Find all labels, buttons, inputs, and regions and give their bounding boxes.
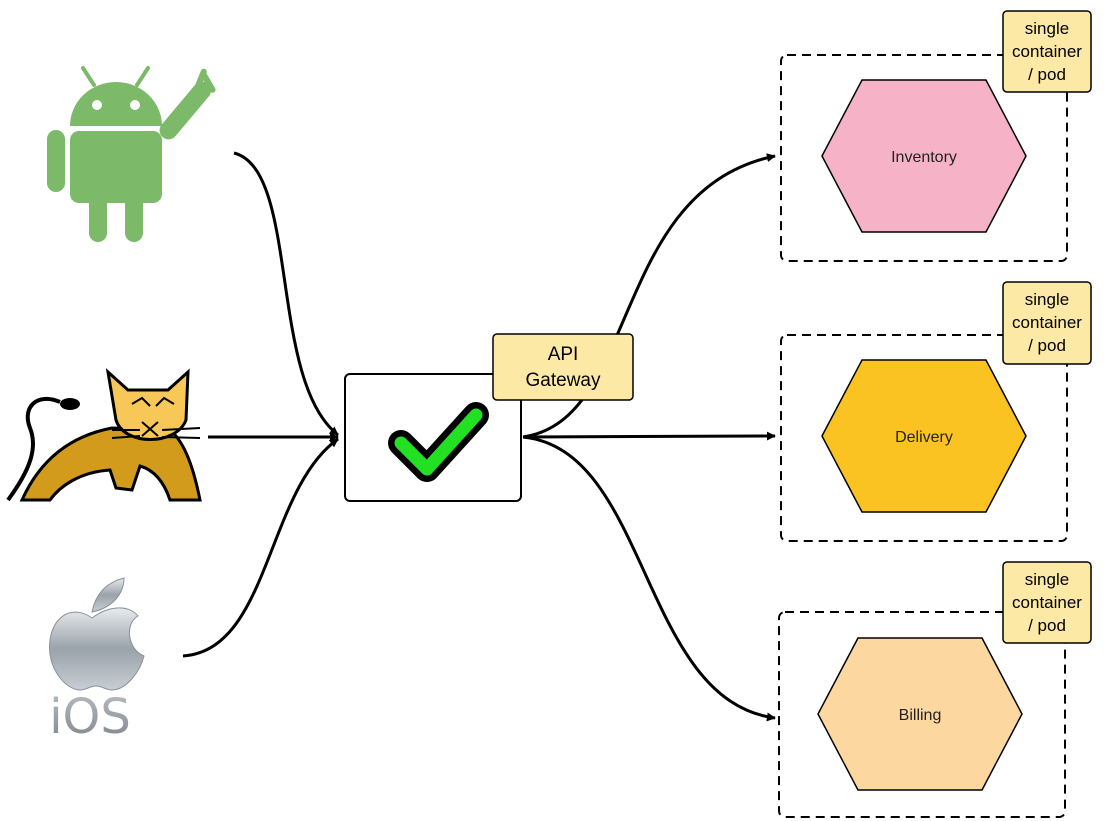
gateway-to-delivery-arrow xyxy=(522,431,776,441)
billing-pod: Billing single container / pod xyxy=(778,561,1092,818)
api-gateway xyxy=(344,373,522,502)
delivery-pod-label: single container / pod xyxy=(1002,281,1092,365)
inventory-hexagon xyxy=(821,79,1027,233)
delivery-pod: Delivery single container / pod xyxy=(780,281,1092,542)
delivery-hexagon xyxy=(821,359,1027,513)
pod-label-line2: container xyxy=(1012,313,1082,332)
pod-label-line2: container xyxy=(1012,42,1082,61)
pod-label-line1: single xyxy=(1025,290,1069,309)
apple-ios-icon: iOS xyxy=(49,577,145,745)
delivery-label: Delivery xyxy=(895,429,953,446)
billing-pod-label: single container / pod xyxy=(1002,561,1092,644)
android-icon xyxy=(47,66,216,242)
inventory-label: Inventory xyxy=(891,149,957,166)
billing-hexagon xyxy=(817,637,1023,791)
pod-label-line3: / pod xyxy=(1028,336,1066,355)
billing-label: Billing xyxy=(899,707,942,724)
pod-label-line3: / pod xyxy=(1028,65,1066,84)
tomcat-icon xyxy=(6,368,202,502)
android-to-gateway-arrow xyxy=(233,151,339,437)
pod-label-line1: single xyxy=(1025,19,1069,38)
inventory-pod-label: single container / pod xyxy=(1002,10,1092,93)
gateway-to-billing-arrow xyxy=(522,435,776,722)
pod-label-line1: single xyxy=(1025,570,1069,589)
ios-text: iOS xyxy=(49,689,131,745)
pod-label-line3: / pod xyxy=(1028,616,1066,635)
gateway-to-inventory-arrow xyxy=(522,153,776,439)
api-gateway-label: API Gateway xyxy=(492,333,634,401)
api-gateway-label-line1: API xyxy=(548,344,579,365)
inventory-pod: Inventory single container / pod xyxy=(780,10,1092,262)
pod-label-line2: container xyxy=(1012,593,1082,612)
ios-to-gateway-arrow xyxy=(182,437,339,658)
api-gateway-label-line2: Gateway xyxy=(526,370,601,391)
